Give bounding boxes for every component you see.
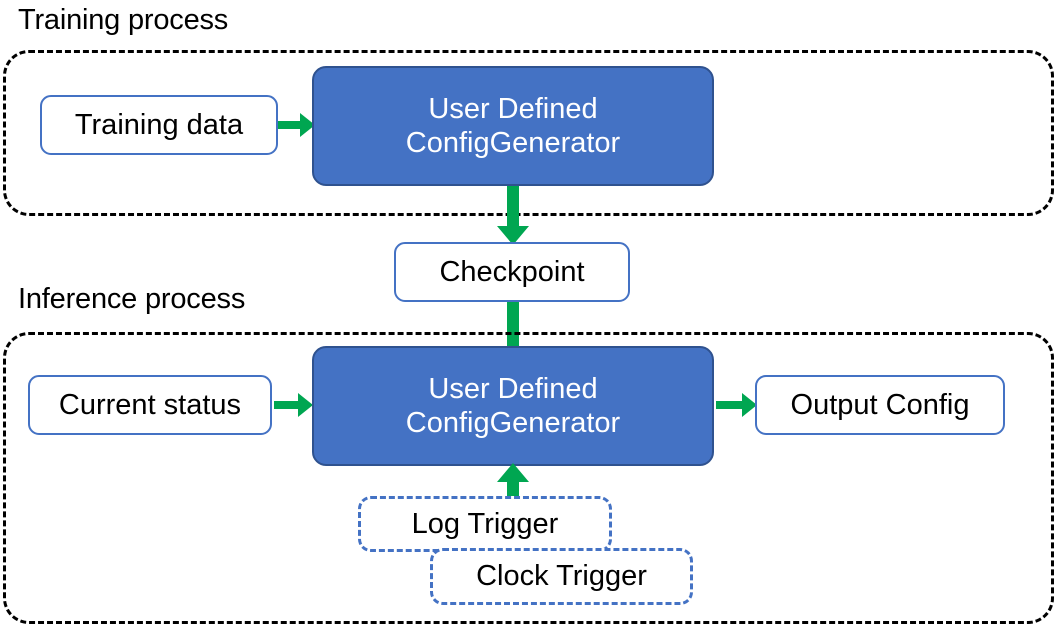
node-clock-trigger-label: Clock Trigger [476, 560, 647, 593]
node-current-status-label: Current status [58, 388, 242, 421]
node-training-data[interactable]: Training data [40, 95, 278, 155]
inference-process-title: Inference process [18, 283, 246, 315]
node-clock-trigger[interactable]: Clock Trigger [430, 548, 693, 605]
node-log-trigger-label: Log Trigger [411, 507, 559, 540]
node-training-config-generator-label-line1: User Defined [428, 92, 598, 125]
inference-process-group [3, 332, 1054, 624]
node-training-config-generator-label-line2: ConfigGenerator [405, 127, 621, 159]
node-inference-config-generator[interactable]: User Defined ConfigGenerator [312, 346, 714, 466]
node-inference-config-generator-label-line2: ConfigGenerator [405, 407, 621, 439]
node-current-status[interactable]: Current status [28, 375, 272, 435]
node-checkpoint[interactable]: Checkpoint [394, 242, 630, 302]
node-training-data-label: Training data [74, 108, 244, 141]
node-training-config-generator[interactable]: User Defined ConfigGenerator [312, 66, 714, 186]
node-checkpoint-label: Checkpoint [439, 255, 585, 288]
node-output-config-label: Output Config [790, 388, 970, 421]
node-inference-config-generator-label-line1: User Defined [428, 372, 598, 405]
node-output-config[interactable]: Output Config [755, 375, 1005, 435]
node-log-trigger[interactable]: Log Trigger [358, 496, 612, 552]
training-process-title: Training process [18, 4, 229, 36]
